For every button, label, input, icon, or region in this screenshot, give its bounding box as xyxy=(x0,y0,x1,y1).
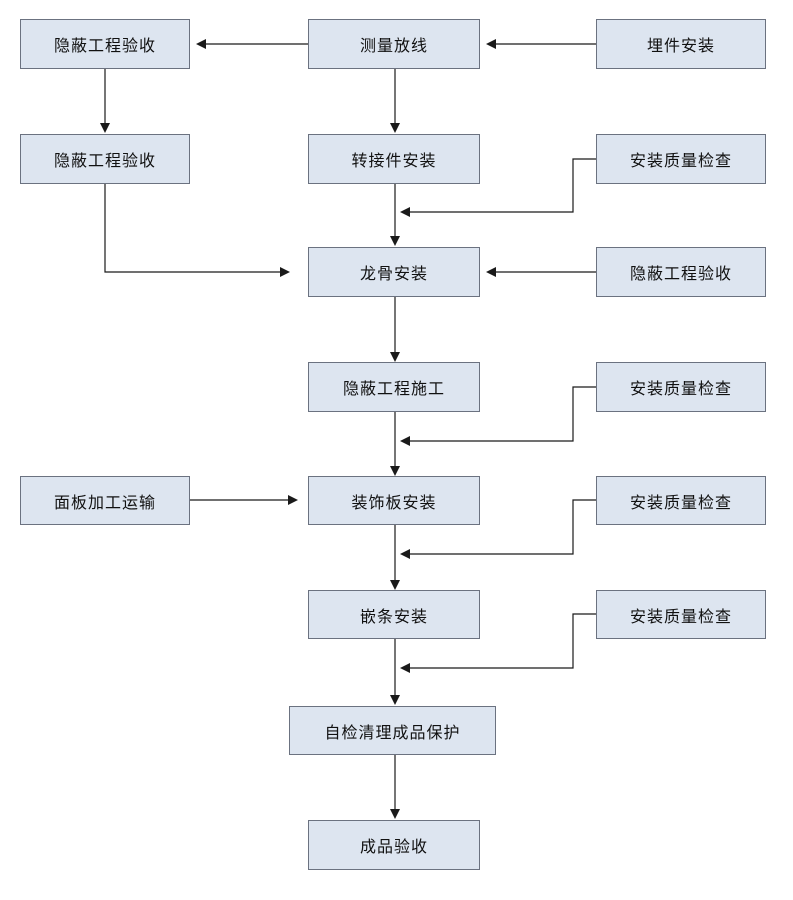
arrowhead xyxy=(486,39,496,49)
connector-hidden-2-to-keel xyxy=(104,184,280,273)
node-quality-check-4: 安装质量检查 xyxy=(596,590,766,639)
connector-quality-check-4 xyxy=(410,613,596,669)
node-quality-check-2: 安装质量检查 xyxy=(596,362,766,412)
node-hidden-inspection-2: 隐蔽工程验收 xyxy=(20,134,190,184)
connector-quality-check-2 xyxy=(410,386,596,442)
arrowhead xyxy=(400,663,410,673)
connector-quality-check-1 xyxy=(410,158,596,213)
arrowhead xyxy=(400,549,410,559)
connector-quality-check-3 xyxy=(410,499,596,555)
node-connector-install: 转接件安装 xyxy=(308,134,480,184)
arrowhead xyxy=(390,695,400,705)
node-hidden-construction: 隐蔽工程施工 xyxy=(308,362,480,412)
arrowhead xyxy=(400,207,410,217)
arrowhead xyxy=(390,809,400,819)
node-decorative-panel-install: 装饰板安装 xyxy=(308,476,480,525)
node-quality-check-3: 安装质量检查 xyxy=(596,476,766,525)
node-hidden-inspection-1: 隐蔽工程验收 xyxy=(20,19,190,69)
node-quality-check-1: 安装质量检查 xyxy=(596,134,766,184)
arrowhead xyxy=(390,580,400,590)
arrowhead xyxy=(400,436,410,446)
node-hidden-inspection-3: 隐蔽工程验收 xyxy=(596,247,766,297)
arrowhead xyxy=(390,466,400,476)
arrowhead xyxy=(486,267,496,277)
node-surveying: 测量放线 xyxy=(308,19,480,69)
node-keel-install: 龙骨安装 xyxy=(308,247,480,297)
arrowhead xyxy=(390,123,400,133)
node-panel-processing: 面板加工运输 xyxy=(20,476,190,525)
arrowhead xyxy=(280,267,290,277)
node-strip-install: 嵌条安装 xyxy=(308,590,480,639)
arrowhead xyxy=(390,236,400,246)
node-self-check-protection: 自检清理成品保护 xyxy=(289,706,496,755)
arrowhead xyxy=(196,39,206,49)
node-embedded-parts: 埋件安装 xyxy=(596,19,766,69)
node-final-acceptance: 成品验收 xyxy=(308,820,480,870)
arrowhead xyxy=(390,352,400,362)
arrowhead xyxy=(288,495,298,505)
arrowhead xyxy=(100,123,110,133)
